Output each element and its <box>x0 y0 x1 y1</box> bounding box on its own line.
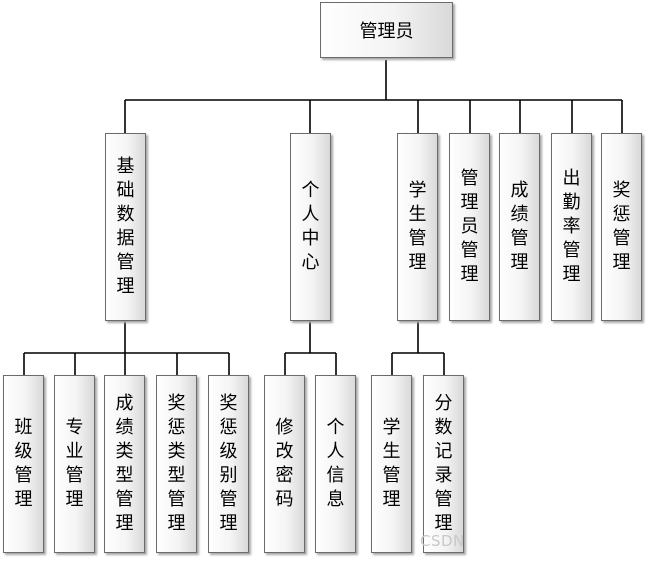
node-label: 奖惩类型管理 <box>167 393 186 534</box>
node-label: 班级管理 <box>14 417 33 510</box>
watermark: CSDN <box>420 532 465 550</box>
node-personal-center: 个人中心 <box>290 133 331 321</box>
node-grade-type-management: 成绩类型管理 <box>104 375 145 553</box>
node-personal-info: 个人信息 <box>315 375 356 553</box>
node-basic-data-management: 基础数据管理 <box>105 133 146 321</box>
node-label: 出勤率管理 <box>562 168 581 285</box>
node-score-record-management: 分数记录管理 <box>423 375 464 553</box>
node-grade-management: 成绩管理 <box>499 133 540 321</box>
node-label: 专业管理 <box>65 417 84 510</box>
node-reward-level-management: 奖惩级别管理 <box>208 375 249 553</box>
node-label: 奖惩管理 <box>612 180 631 273</box>
node-label: 学生管理 <box>408 180 427 273</box>
node-student-management: 学生管理 <box>397 133 438 321</box>
node-reward-punishment-management: 奖惩管理 <box>601 133 642 321</box>
node-label: 修改密码 <box>275 417 294 510</box>
node-major-management: 专业管理 <box>54 375 95 553</box>
node-label: 成绩管理 <box>510 180 529 273</box>
node-attendance-management: 出勤率管理 <box>551 133 592 321</box>
node-label: 个人信息 <box>326 417 345 510</box>
node-label: 个人中心 <box>301 180 320 273</box>
node-class-management: 班级管理 <box>3 375 44 553</box>
node-admin-management: 管理员管理 <box>449 133 490 321</box>
node-label: 基础数据管理 <box>116 156 135 297</box>
root-node-label: 管理员 <box>359 21 414 42</box>
node-label: 分数记录管理 <box>434 393 453 534</box>
node-label: 学生管理 <box>382 417 401 510</box>
node-label: 奖惩级别管理 <box>219 393 238 534</box>
node-reward-type-management: 奖惩类型管理 <box>156 375 197 553</box>
node-change-password: 修改密码 <box>264 375 305 553</box>
node-student-management-sub: 学生管理 <box>371 375 412 553</box>
node-label: 管理员管理 <box>460 168 479 285</box>
root-node-admin: 管理员 <box>320 2 453 58</box>
node-label: 成绩类型管理 <box>115 393 134 534</box>
